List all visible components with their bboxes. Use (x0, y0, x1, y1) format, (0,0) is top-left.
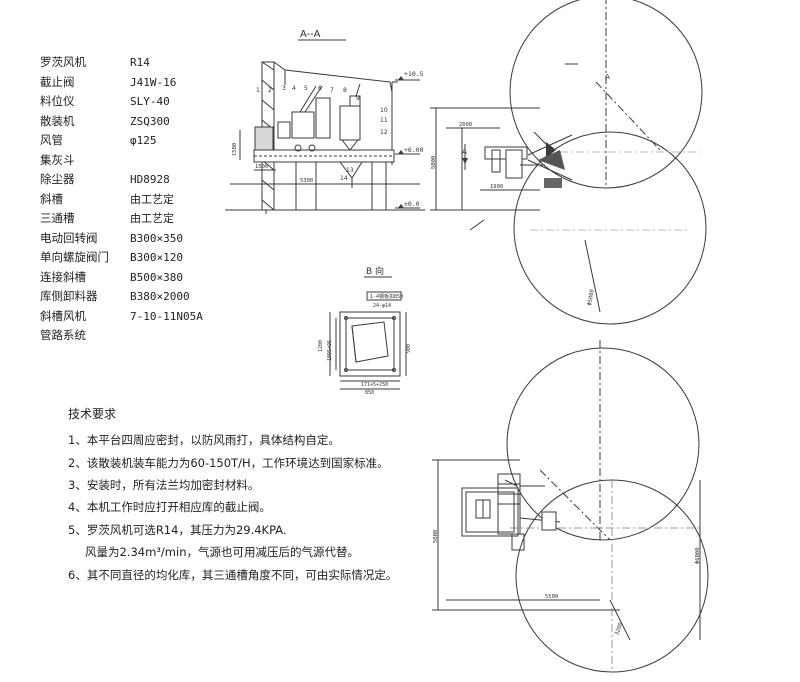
equipment-name: 斜槽风机 (40, 308, 86, 323)
equipment-name: 库侧卸料器 (40, 289, 98, 303)
equipment-spec: ZSQ300 (130, 114, 170, 128)
plan-dim-1900: 1900 (490, 184, 503, 190)
equipment-name: 料位仪 (40, 94, 75, 108)
plan2-dim-dia: Φ6000 (695, 547, 701, 564)
equipment-spec: 由工艺定 (130, 212, 174, 225)
plan-a-marker: A (462, 148, 467, 156)
aa-callout-number: 8 (343, 87, 347, 94)
equipment-name: 单向螺旋阀门 (40, 250, 109, 264)
aa-callout-number: 1 (256, 87, 260, 94)
equipment-name: 风管 (40, 133, 63, 147)
section-aa-title: A--A (300, 29, 321, 40)
svg-text:A: A (605, 73, 610, 81)
equipment-name: 散装机 (40, 113, 75, 128)
equipment-name: 除尘器 (40, 172, 75, 186)
equipment-spec: SLY-40 (130, 95, 170, 108)
aa-callout-number: 9 (356, 95, 360, 102)
view-b-dim-b: 171+5+250 (361, 382, 388, 388)
equipment-spec: HD8928 (130, 173, 170, 186)
plan-dim-2000: 2000 (459, 122, 472, 128)
plan2-dim-3200: 3200 (614, 622, 624, 637)
plan-dim-dia: Φ5000 (587, 289, 596, 306)
view-b: B 向 1-4钢板扣850 24-φ14 1200 1095+95 900 17… (318, 265, 412, 396)
tech-note-item: 2、该散装机装车能力为60-150T/H，工作环境达到国家标准。 (68, 456, 389, 470)
tech-note-item: 1、本平台四周应密封，以防风雨打，具体结构自定。 (68, 433, 340, 447)
equipment-name: 管路系统 (40, 328, 86, 342)
equipment-spec: J41W-16 (130, 75, 177, 89)
aa-callout-number: 14 (340, 175, 348, 182)
view-b-top-callout: 1-4钢板扣850 (370, 293, 403, 300)
equipment-spec: 由工艺定 (130, 192, 174, 206)
tech-note-item: 6、其不同直径的均化库，其三通槽角度不同，可由实际情况定。 (68, 568, 398, 582)
plan-bottom: 5000 5500 Φ6000 3200 (432, 340, 709, 673)
dim-5300-label: 5300 (300, 178, 313, 184)
equipment-spec: B300×120 (130, 251, 183, 264)
elev-mid-label: +6.00 (404, 146, 424, 154)
view-b-dim-bottom: 850 (365, 390, 374, 396)
view-b-title: B 向 (366, 265, 384, 277)
equipment-name: 斜槽 (40, 191, 63, 206)
aa-callout-number: 3 (282, 85, 286, 92)
view-b-dim-1200: 1200 (318, 340, 324, 352)
equipment-spec: B380×2000 (130, 290, 190, 303)
aa-callout-number: 6 (318, 85, 322, 92)
equipment-spec: B500×380 (130, 270, 183, 284)
equipment-spec: R14 (130, 56, 150, 69)
equipment-name: 三通槽 (40, 211, 75, 225)
equipment-name: 截止阀 (40, 74, 75, 89)
view-b-sub-callout: 24-φ14 (373, 303, 391, 309)
aa-callout-number: 10 (380, 107, 388, 114)
plan-dim-5000: 5000 (431, 156, 437, 169)
dim-left-label: 1500 (232, 143, 238, 156)
equipment-name: 电动回转阀 (40, 230, 98, 245)
tech-notes-heading: 技术要求 (68, 407, 117, 421)
plan-top: A A 5000 2000 1900 Φ5000 (430, 0, 707, 325)
tech-note-item: 风量为2.34m³/min，气源也可用减压后的气源代替。 (85, 545, 359, 559)
plan2-dim-5500: 5500 (545, 594, 558, 600)
equipment-spec: B300×350 (130, 231, 183, 245)
equipment-name: 集灰斗 (40, 152, 75, 167)
aa-callout-number: 4 (292, 85, 296, 92)
tech-note-item: 5、罗茨风机可选R14，其压力为29.4KPA. (68, 523, 287, 537)
equipment-spec: φ125 (130, 134, 157, 147)
elev-base-label: ±0.0 (404, 200, 420, 208)
aa-callout-number: 5 (304, 85, 308, 92)
tech-note-item: 3、安装时，所有法兰均加密封材料。 (68, 478, 260, 492)
equipment-name: 连接斜槽 (40, 269, 86, 284)
elev-top-label: +10.5 (404, 70, 424, 78)
aa-callout-number: 13 (346, 167, 354, 174)
tech-note-item: 4、本机工作时应打开相应库的截止阀。 (68, 500, 271, 514)
aa-callout-number: 2 (268, 87, 272, 94)
equipment-spec: 7-10-11N05A (130, 309, 203, 323)
aa-callout-number: 7 (330, 87, 334, 94)
view-b-dim-a: 1095+95 (327, 340, 333, 361)
dim-1500-label: 1500 (255, 164, 268, 170)
section-aa: A--A (225, 29, 425, 214)
aa-callout-number: 11 (380, 117, 388, 124)
plan2-dim-5000: 5000 (433, 530, 439, 543)
aa-callout-number: 12 (380, 129, 388, 136)
view-b-dim-right: 900 (406, 344, 412, 353)
equipment-name: 罗茨风机 (40, 55, 86, 69)
